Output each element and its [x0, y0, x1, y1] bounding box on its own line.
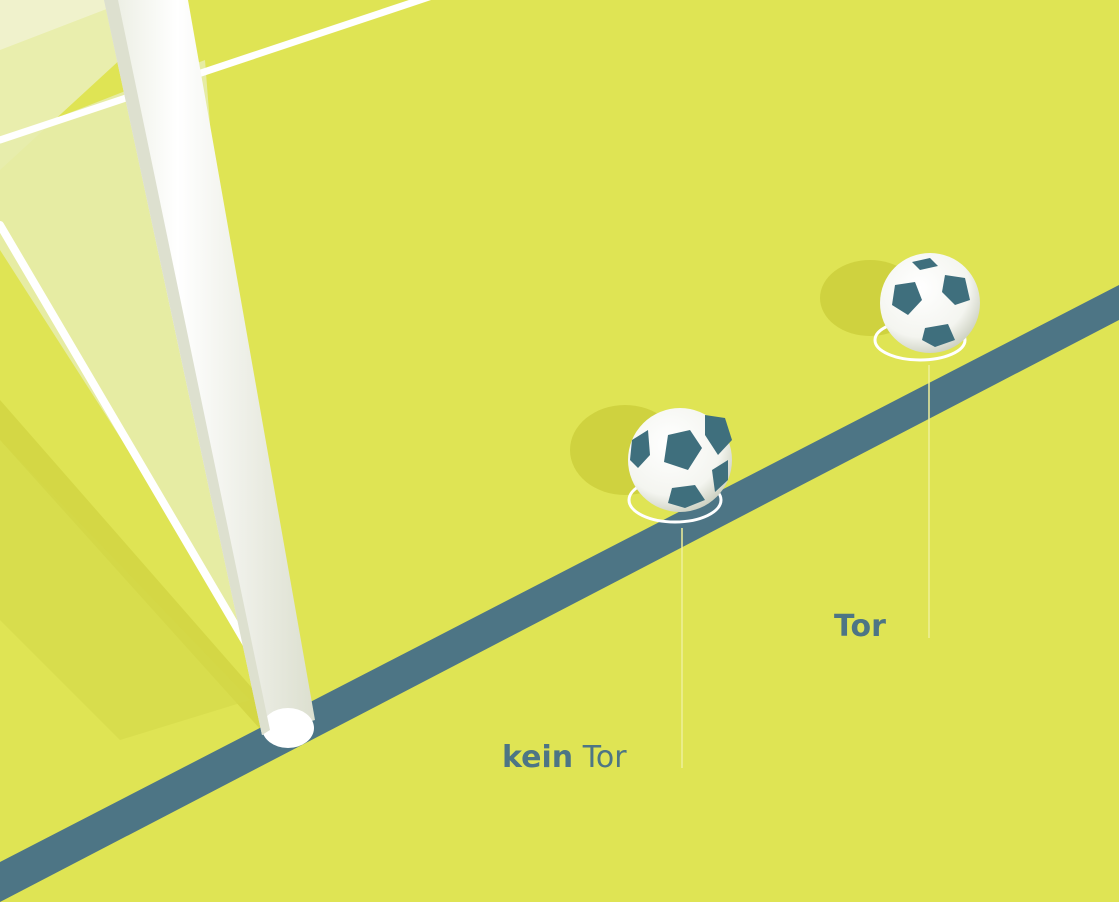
label-no-goal-rest: Tor: [582, 740, 628, 775]
label-no-goal-bold: kein: [502, 740, 573, 775]
label-no-goal: kein Tor: [502, 740, 627, 775]
label-goal: Tor: [834, 609, 886, 644]
